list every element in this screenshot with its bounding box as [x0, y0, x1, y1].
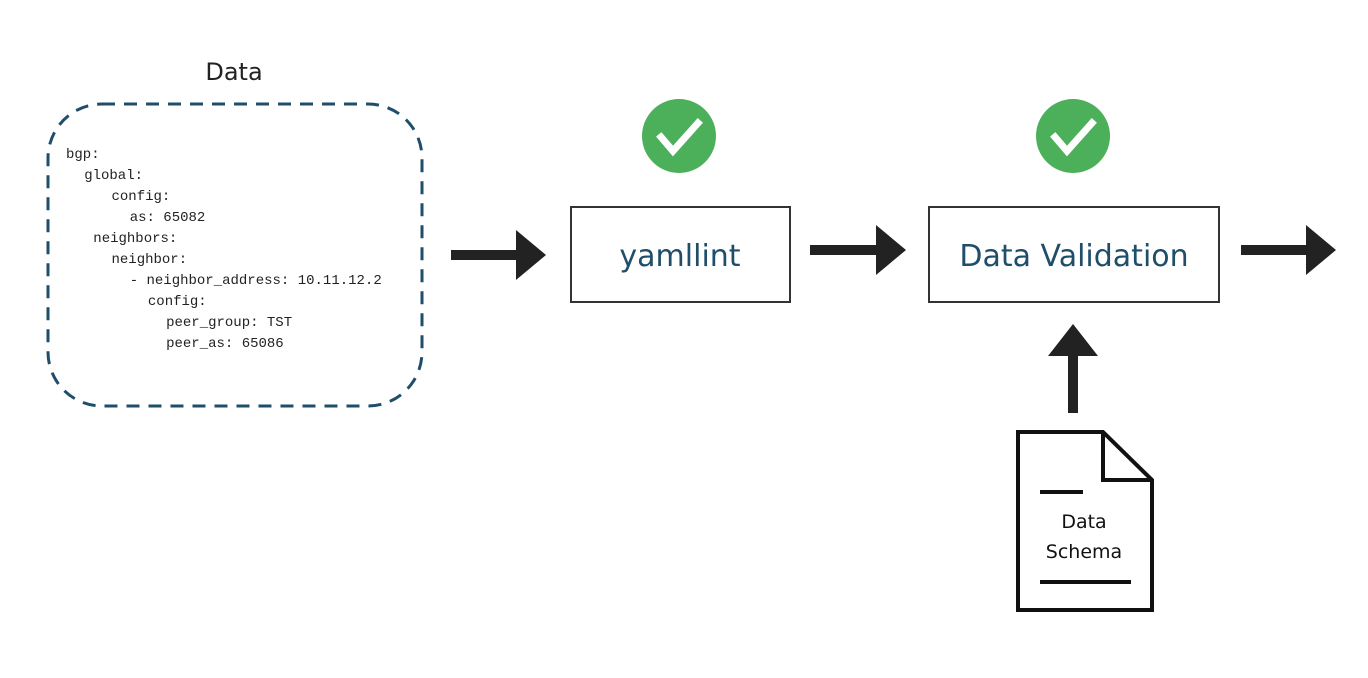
code-line: neighbor: [112, 252, 188, 268]
code-line: global: [84, 168, 143, 184]
code-line: config: [112, 189, 171, 205]
document-icon: Data Schema [1016, 430, 1154, 612]
yamllint-step: yamllint [570, 206, 791, 303]
code-line: peer_group: TST [166, 315, 292, 331]
yamllint-label: yamllint [619, 239, 740, 274]
code-line: - neighbor_address: 10.11.12.2 [130, 273, 382, 289]
code-line: neighbors: [93, 231, 177, 247]
arrow-data-to-lint [451, 230, 546, 280]
code-line: peer_as: 65086 [166, 336, 284, 352]
check-icon [1036, 99, 1110, 173]
schema-label-line2: Schema [1046, 541, 1122, 563]
data-validation-box [928, 206, 1220, 303]
code-line: bgp: [66, 147, 100, 163]
code-line: as: 65082 [130, 210, 206, 226]
arrow-schema-to-validation [1048, 324, 1098, 413]
check-icon [642, 99, 716, 173]
data-validation-label: Data Validation [959, 239, 1188, 274]
arrow-validation-out [1241, 225, 1336, 275]
yamllint-box [570, 206, 791, 303]
schema-label-line1: Data [1061, 511, 1106, 533]
data-panel-title: Data [205, 58, 262, 86]
arrow-lint-to-validation [810, 225, 906, 275]
yaml-code-block: bgp: global: config: as: 65082 neighbors: nei… [66, 147, 382, 352]
data-container [46, 102, 424, 408]
data-validation-step: Data Validation [928, 206, 1220, 303]
code-line: config: [148, 294, 207, 310]
